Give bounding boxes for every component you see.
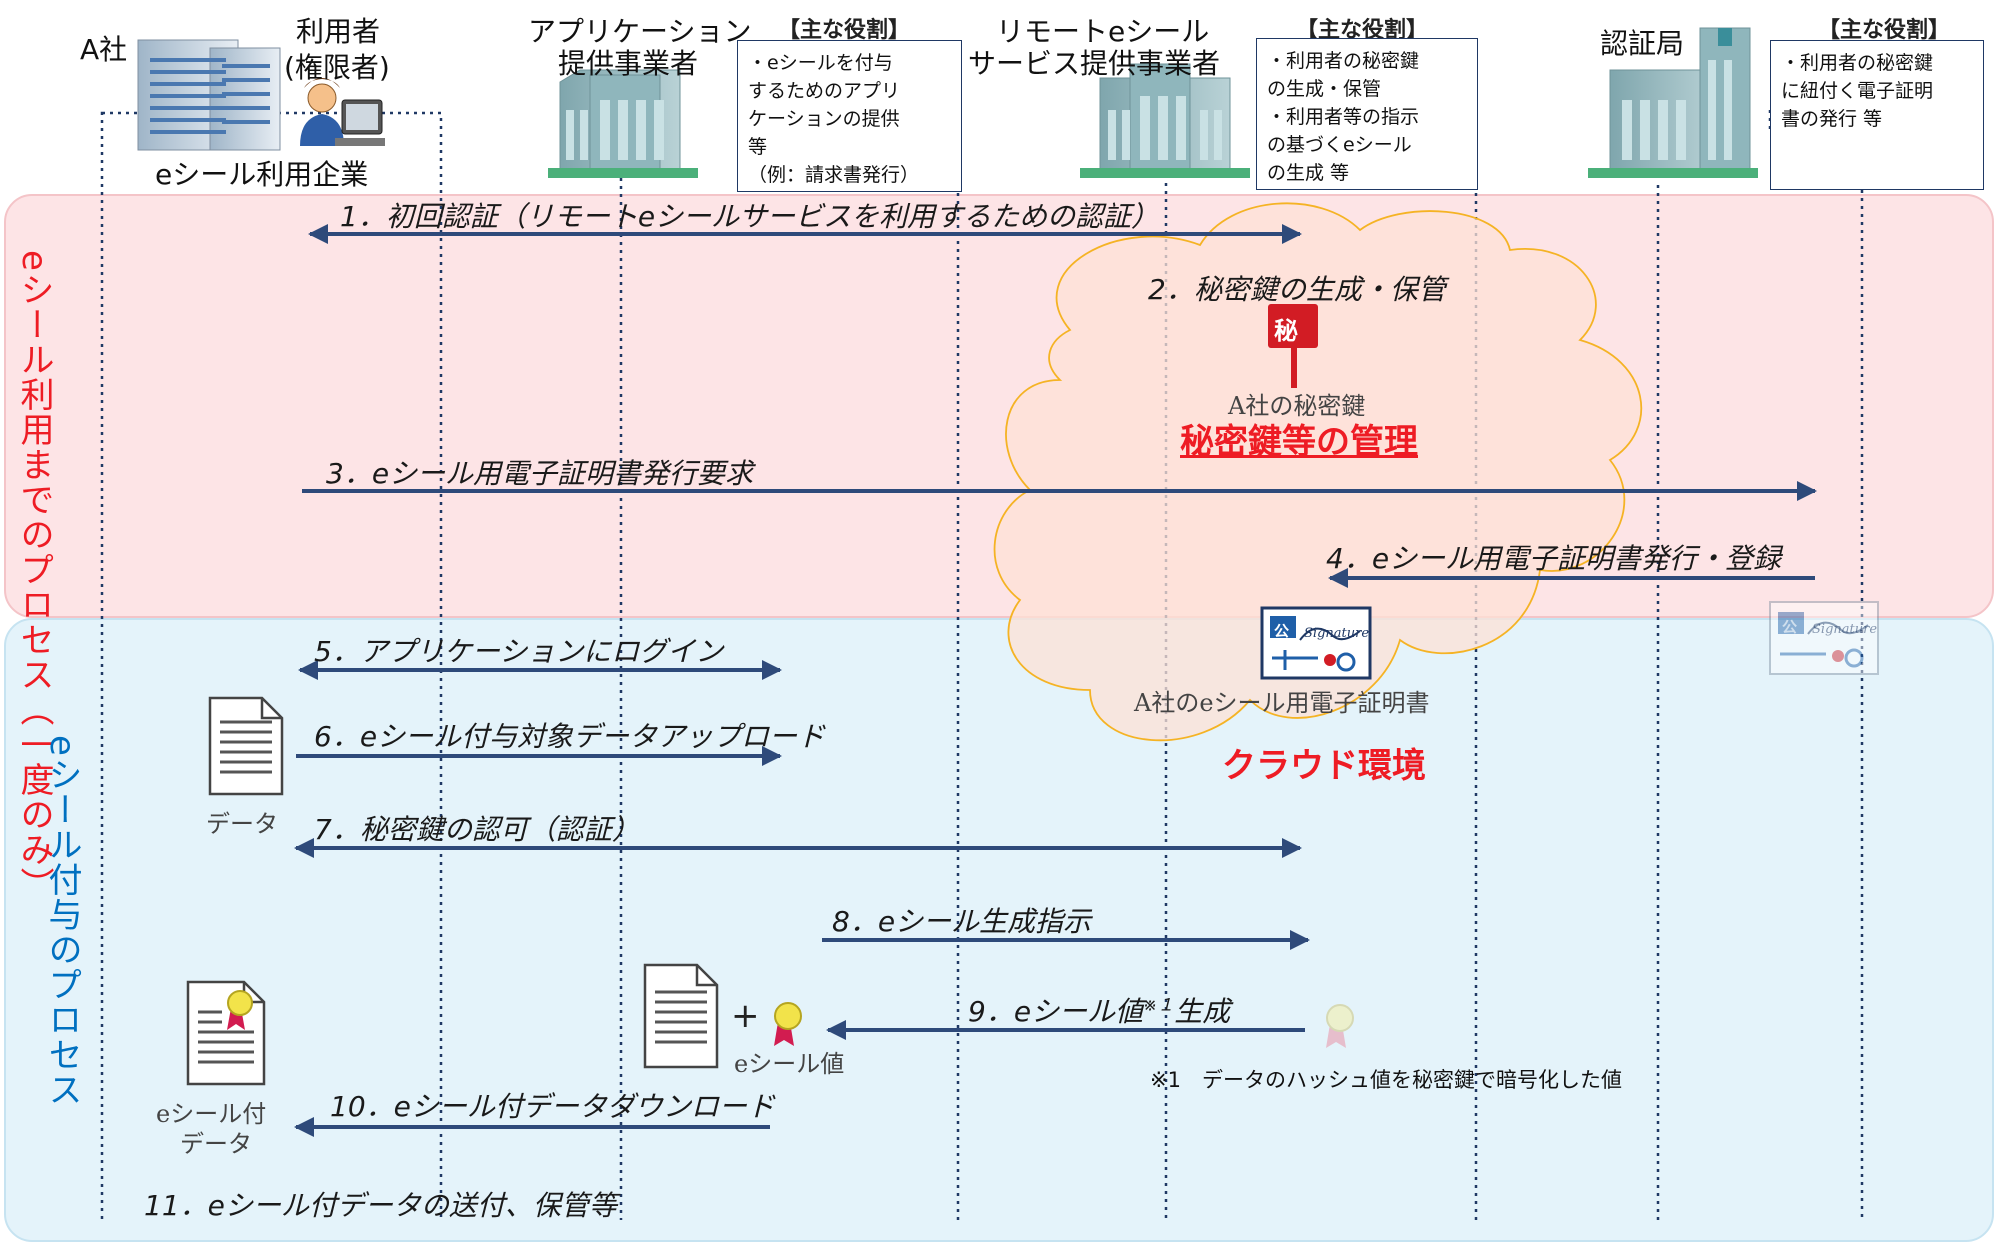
- remote-role-box: ・利用者の秘密鍵 の生成・保管 ・利用者等の指示 の基づくeシール の生成 等: [1256, 38, 1478, 190]
- data-caption: データ: [206, 810, 278, 838]
- setup-process-label: eシール利用までのプロセス（一度のみ）: [14, 250, 54, 902]
- app-role-heading: 【主な役割】: [778, 18, 911, 43]
- remote-role-line: の基づくeシール: [1267, 134, 1412, 156]
- remote-provider-label-line2: サービス提供事業者: [968, 47, 1221, 80]
- footnote: ※1 データのハッシュ値を秘密鍵で暗号化した値: [1150, 1068, 1622, 1092]
- enterprise-label: eシール利用企業: [155, 158, 369, 191]
- remote-provider-label-line1: リモートeシール: [996, 15, 1210, 48]
- remote-role-line: ・利用者等の指示: [1267, 106, 1420, 128]
- sealed-data-caption-line1: eシール付: [156, 1100, 267, 1128]
- remote-provider-building-icon: [1080, 63, 1250, 178]
- message-arrows: [294, 224, 1817, 1137]
- secret-key-badge: 秘: [1274, 317, 1298, 345]
- step-2-label: 2．秘密鍵の生成・保管: [1148, 273, 1446, 306]
- step-9-tail: 生成: [1174, 995, 1231, 1028]
- remote-role-line: の生成 等: [1267, 162, 1350, 184]
- user-at-computer-icon: [300, 78, 385, 146]
- step-7-label: 7．秘密鍵の認可（認証）: [314, 813, 640, 846]
- remote-role-line: の生成・保管: [1267, 78, 1382, 100]
- app-role-line: ・eシールを付与: [748, 52, 893, 74]
- step-11-label: 11．eシール付データの送付、保管等: [144, 1189, 617, 1222]
- company-building-icon: [137, 39, 281, 151]
- certificate-icon: [1260, 606, 1372, 680]
- cloud-environment-shape: [993, 202, 1643, 742]
- app-role-line: 等: [748, 136, 768, 158]
- step-8-label: 8．eシール生成指示: [832, 905, 1092, 938]
- app-role-box: ・eシールを付与 するためのアプリ ケーションの提供 等 （例：請求書発行）: [737, 40, 962, 192]
- ca-role-line: に紐付く電子証明: [1781, 80, 1934, 102]
- ca-certificate-signature-text: Signature: [1812, 622, 1878, 637]
- app-provider-building-icon: [548, 69, 698, 178]
- step-9-label: 9．eシール値※１生成: [968, 990, 1230, 1030]
- certificate-badge: 公: [1274, 622, 1290, 640]
- remote-role-line: ・利用者の秘密鍵: [1267, 50, 1420, 72]
- cloud-environment-label: クラウド環境: [1222, 746, 1426, 786]
- step-3-label: 3．eシール用電子証明書発行要求: [326, 457, 754, 490]
- step-6-label: 6．eシール付与対象データアップロード: [314, 720, 826, 753]
- app-role-line: するためのアプリ: [748, 80, 901, 102]
- ca-certificate-badge: 公: [1782, 618, 1798, 636]
- app-role-line: （例：請求書発行）: [748, 164, 920, 186]
- step-9-text: 9．eシール値: [968, 995, 1144, 1028]
- user-label-line2: (権限者): [284, 51, 390, 84]
- sealing-process-band: [4, 618, 1994, 1242]
- secret-key-caption: A社の秘密鍵: [1228, 392, 1366, 420]
- key-management-label: 秘密鍵等の管理: [1180, 422, 1418, 462]
- certificate-authority-building-icon: [1588, 27, 1758, 178]
- step-1-label: 1．初回認証（リモートeシールサービスを利用するための認証）: [340, 200, 1160, 233]
- app-provider-label-line1: アプリケーション: [528, 15, 752, 48]
- data-document-icon: [208, 696, 284, 796]
- sealing-process-label: eシール付与のプロセス: [42, 735, 82, 1107]
- ca-role-line: ・利用者の秘密鍵: [1781, 52, 1934, 74]
- sealed-data-document-icon: [186, 980, 266, 1086]
- user-label-line1: 利用者: [296, 15, 381, 48]
- certificate-signature-text: Signature: [1304, 626, 1370, 641]
- seal-icon-faded: [1326, 1004, 1354, 1048]
- company-a-label: A社: [80, 33, 128, 66]
- ca-role-heading: 【主な役割】: [1818, 18, 1951, 43]
- ca-role-box: ・利用者の秘密鍵 に紐付く電子証明 書の発行 等: [1770, 40, 1984, 190]
- step-10-label: 10．eシール付データダウンロード: [330, 1090, 775, 1123]
- sealed-data-caption-line2: データ: [180, 1130, 252, 1158]
- app-role-line: ケーションの提供: [748, 108, 900, 130]
- seal-value-caption: eシール値: [734, 1050, 845, 1078]
- secret-key-icon: [1268, 304, 1318, 388]
- certificate-icon-faded: [1769, 601, 1879, 675]
- certificate-caption: A社のeシール用電子証明書: [1134, 689, 1430, 717]
- document-with-seal-value-icon: [643, 963, 802, 1069]
- plus-sign: +: [731, 996, 760, 1036]
- step-5-label: 5．アプリケーションにログイン: [314, 635, 724, 668]
- step-4-label: 4．eシール用電子証明書発行・登録: [1326, 542, 1782, 575]
- ca-label: 認証局: [1600, 27, 1685, 60]
- ca-role-line: 書の発行 等: [1781, 108, 1883, 130]
- app-provider-label-line2: 提供事業者: [558, 47, 699, 80]
- step-9-footnote-mark: ※１: [1143, 995, 1175, 1016]
